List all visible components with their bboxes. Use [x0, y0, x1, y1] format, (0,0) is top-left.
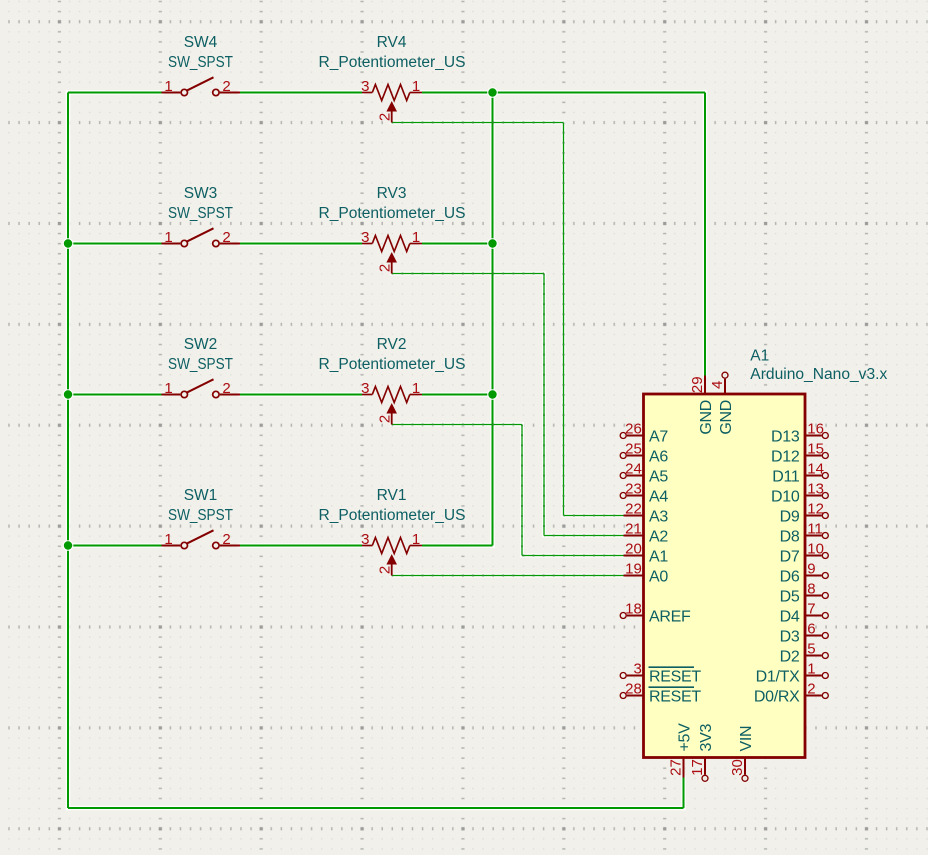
- svg-text:D7: D7: [780, 548, 800, 565]
- svg-text:1: 1: [164, 380, 172, 397]
- svg-text:R_Potentiometer_US: R_Potentiometer_US: [319, 205, 466, 222]
- svg-text:AREF: AREF: [649, 608, 691, 625]
- svg-text:A4: A4: [649, 488, 668, 505]
- svg-text:RESET: RESET: [649, 688, 701, 705]
- svg-text:D3: D3: [780, 628, 800, 645]
- svg-text:1: 1: [164, 78, 172, 95]
- svg-text:26: 26: [625, 420, 642, 437]
- svg-text:17: 17: [689, 759, 706, 776]
- svg-text:6: 6: [807, 620, 815, 637]
- svg-text:1: 1: [807, 660, 815, 677]
- svg-text:24: 24: [625, 460, 642, 477]
- svg-text:3V3: 3V3: [698, 724, 715, 752]
- svg-text:21: 21: [625, 520, 642, 537]
- svg-text:28: 28: [625, 680, 642, 697]
- svg-text:3: 3: [361, 229, 369, 246]
- svg-text:2: 2: [807, 680, 815, 697]
- svg-text:Arduino_Nano_v3.x: Arduino_Nano_v3.x: [750, 366, 887, 383]
- svg-text:D9: D9: [780, 508, 800, 525]
- svg-text:12: 12: [807, 500, 824, 517]
- svg-text:D0/RX: D0/RX: [754, 688, 800, 705]
- svg-text:D13: D13: [771, 428, 800, 445]
- svg-text:D11: D11: [772, 468, 800, 485]
- svg-text:1: 1: [412, 531, 420, 548]
- svg-text:1: 1: [412, 380, 420, 397]
- svg-text:5: 5: [807, 640, 815, 657]
- svg-text:+5V: +5V: [676, 723, 693, 752]
- svg-text:R_Potentiometer_US: R_Potentiometer_US: [319, 507, 466, 524]
- svg-text:A0: A0: [649, 568, 668, 585]
- svg-text:8: 8: [807, 580, 815, 597]
- svg-text:GND: GND: [718, 400, 735, 435]
- svg-text:3: 3: [361, 531, 369, 548]
- svg-text:15: 15: [807, 440, 824, 457]
- svg-text:D2: D2: [780, 648, 800, 665]
- svg-text:7: 7: [807, 600, 815, 617]
- svg-text:D5: D5: [780, 588, 800, 605]
- svg-text:25: 25: [625, 440, 642, 457]
- svg-text:RV1: RV1: [377, 487, 407, 504]
- svg-text:D1/TX: D1/TX: [756, 668, 800, 685]
- svg-text:SW4: SW4: [184, 34, 218, 51]
- svg-text:14: 14: [807, 460, 824, 477]
- svg-text:20: 20: [625, 540, 642, 557]
- svg-text:3: 3: [361, 78, 369, 95]
- svg-text:9: 9: [807, 560, 815, 577]
- svg-text:RESET: RESET: [649, 668, 701, 685]
- svg-text:A1: A1: [649, 548, 668, 565]
- svg-text:R_Potentiometer_US: R_Potentiometer_US: [319, 356, 466, 373]
- svg-text:29: 29: [689, 376, 706, 393]
- svg-text:2: 2: [222, 531, 230, 548]
- svg-text:10: 10: [807, 540, 824, 557]
- svg-text:SW_SPST: SW_SPST: [168, 205, 233, 222]
- svg-text:2: 2: [222, 229, 230, 246]
- svg-text:2: 2: [222, 78, 230, 95]
- svg-text:A3: A3: [649, 508, 668, 525]
- svg-text:A7: A7: [649, 428, 668, 445]
- svg-text:18: 18: [625, 600, 642, 617]
- svg-text:SW_SPST: SW_SPST: [168, 54, 233, 71]
- svg-text:1: 1: [412, 78, 420, 95]
- svg-text:A5: A5: [649, 468, 668, 485]
- svg-text:2: 2: [377, 566, 394, 574]
- svg-text:SW3: SW3: [184, 185, 218, 202]
- svg-text:30: 30: [729, 759, 746, 776]
- svg-text:A1: A1: [750, 348, 769, 365]
- svg-text:22: 22: [625, 500, 642, 517]
- svg-text:2: 2: [222, 380, 230, 397]
- svg-text:RV2: RV2: [377, 336, 407, 353]
- svg-text:R_Potentiometer_US: R_Potentiometer_US: [319, 54, 466, 71]
- svg-text:16: 16: [807, 420, 824, 437]
- svg-text:VIN: VIN: [738, 726, 755, 752]
- svg-text:D4: D4: [780, 608, 800, 625]
- svg-text:3: 3: [633, 660, 641, 677]
- svg-text:2: 2: [377, 264, 394, 272]
- svg-text:D10: D10: [771, 488, 800, 505]
- svg-text:SW_SPST: SW_SPST: [168, 356, 233, 373]
- svg-text:11: 11: [807, 520, 823, 537]
- svg-text:D12: D12: [771, 448, 800, 465]
- svg-text:RV4: RV4: [377, 34, 407, 51]
- svg-text:2: 2: [377, 415, 394, 423]
- svg-text:1: 1: [164, 531, 172, 548]
- svg-text:27: 27: [668, 759, 685, 776]
- svg-text:19: 19: [625, 560, 642, 577]
- svg-text:A2: A2: [649, 528, 668, 545]
- svg-text:GND: GND: [698, 400, 715, 435]
- svg-text:RV3: RV3: [377, 185, 407, 202]
- svg-text:2: 2: [377, 113, 394, 121]
- svg-text:3: 3: [361, 380, 369, 397]
- svg-text:A6: A6: [649, 448, 668, 465]
- svg-text:SW1: SW1: [184, 487, 218, 504]
- svg-text:4: 4: [709, 381, 726, 389]
- svg-text:SW2: SW2: [184, 336, 218, 353]
- svg-text:D8: D8: [780, 528, 800, 545]
- svg-text:SW_SPST: SW_SPST: [168, 507, 233, 524]
- svg-text:1: 1: [164, 229, 172, 246]
- svg-text:13: 13: [807, 480, 824, 497]
- svg-text:1: 1: [412, 229, 420, 246]
- svg-text:D6: D6: [780, 568, 800, 585]
- svg-text:23: 23: [625, 480, 642, 497]
